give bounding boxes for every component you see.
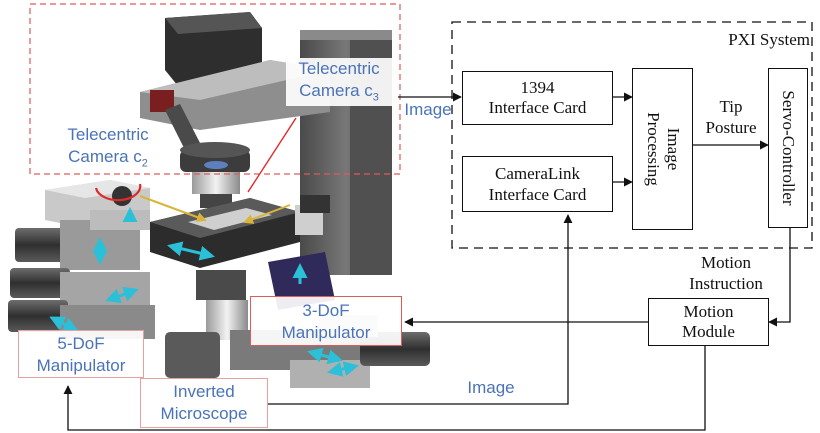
five-dof-line2: Manipulator — [36, 356, 126, 375]
motion-instruction-label: Motion Instruction — [664, 252, 788, 294]
three-dof-label: 3-DoF Manipulator — [250, 296, 402, 346]
cameralink-line1: CameraLink — [495, 164, 580, 183]
motion-instruction-line2: Instruction — [689, 274, 763, 293]
telecentric-c3-label: Telecentric Camera c3 — [286, 58, 392, 106]
servo-controller-text: Servo-Controller — [779, 90, 798, 206]
connectors — [63, 92, 791, 431]
image-processing-line1: Image — [663, 127, 683, 171]
telecentric-c2-subscript: 2 — [141, 157, 148, 170]
inverted-microscope-line1: Inverted — [173, 382, 235, 401]
three-dof-line2: Manipulator — [281, 323, 371, 342]
motion-module-box: Motion Module — [648, 298, 769, 346]
telecentric-c2-line2: Camera c2 — [54, 146, 162, 174]
servo-controller-box: Servo-Controller — [768, 68, 808, 228]
pxi-system-label: PXI System — [728, 30, 810, 49]
telecentric-c3-subscript: 3 — [372, 91, 379, 104]
image-processing-box: Image Processing — [632, 68, 693, 230]
inverted-microscope-line2: Microscope — [160, 404, 248, 423]
cameralink-box: CameraLink Interface Card — [462, 156, 613, 212]
telecentric-c2-camera: Camera c — [68, 147, 142, 166]
image-processing-line2: Processing — [643, 112, 663, 186]
interface-1394-line2: Interface Card — [488, 98, 587, 117]
pxi-system-boundary — [451, 21, 813, 249]
tip-posture-line1: Tip — [719, 97, 743, 116]
five-dof-line1: 5-DoF — [57, 334, 105, 353]
image-bottom-label: Image — [467, 378, 515, 397]
telecentric-c3-line1: Telecentric — [298, 59, 380, 78]
interface-1394-box: 1394 Interface Card — [462, 71, 613, 125]
telecentric-c3-line2: Camera c3 — [286, 80, 392, 108]
interface-1394-line1: 1394 — [520, 78, 555, 97]
image-processing-text: Image Processing — [643, 112, 683, 186]
telecentric-c2-line1: Telecentric — [67, 125, 149, 144]
telecentric-c3-camera: Camera c — [299, 81, 373, 100]
cameralink-line2: Interface Card — [488, 185, 587, 204]
three-dof-line1: 3-DoF — [302, 301, 350, 320]
motion-instruction-line1: Motion — [700, 253, 752, 272]
five-dof-label: 5-DoF Manipulator — [18, 330, 144, 378]
tip-posture-line2: Posture — [705, 118, 757, 137]
telecentric-c2-label: Telecentric Camera c2 — [54, 124, 162, 172]
motion-module-line2: Module — [682, 322, 735, 341]
image-top-label: Image — [404, 100, 452, 119]
inverted-microscope-label: Inverted Microscope — [140, 378, 268, 428]
tip-posture-label: Tip Posture — [694, 96, 768, 138]
motion-module-line1: Motion — [683, 302, 734, 321]
